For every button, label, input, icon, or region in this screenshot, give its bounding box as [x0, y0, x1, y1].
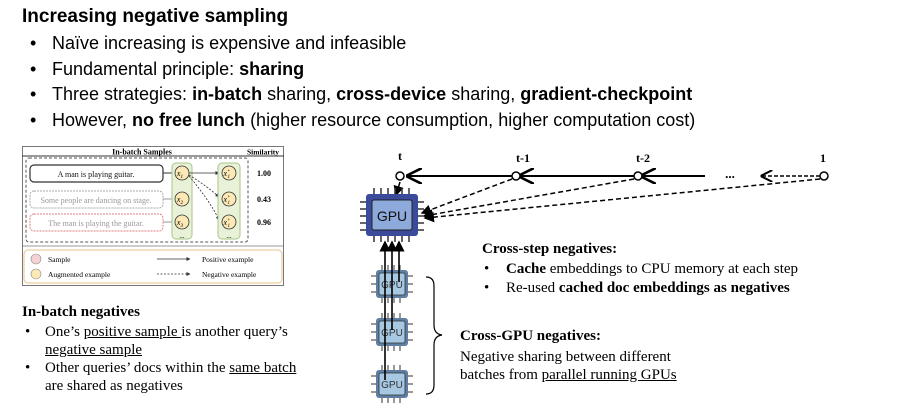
legend-box	[23, 249, 283, 284]
step-to-gpu-arrow	[422, 178, 635, 220]
similarity-value: 0.96	[257, 218, 271, 227]
legend-augmented: Augmented example	[48, 270, 111, 279]
step-to-gpu-arrow	[420, 178, 513, 215]
inbatch-header-title: In-batch Samples	[112, 148, 172, 157]
step-node	[633, 171, 643, 181]
cross-gpu-title: Cross-GPU negatives:	[460, 328, 601, 344]
list-item: One’s positive sample is another query’s…	[22, 323, 312, 359]
list-item: Other queries’ docs within the same batc…	[22, 359, 312, 395]
step-label-t-1: t-1	[516, 151, 530, 165]
step-label-1: 1	[820, 151, 826, 165]
cross-step-title: Cross-step negatives:	[482, 241, 618, 257]
step-node	[819, 171, 829, 181]
step-node	[395, 171, 405, 181]
negative-arrow	[188, 175, 220, 221]
bullet-item: •Fundamental principle: sharing	[30, 57, 695, 83]
sample-text: Some people are dancing on stage.	[40, 196, 151, 205]
cross-step-list: Cache embeddings to CPU memory at each s…	[482, 260, 798, 298]
x-column-ellipsis: ...	[179, 232, 185, 240]
negatives-diagram: t t-1 t-2 1 ... GPU	[330, 140, 890, 410]
bullet-item: •Naïve increasing is expensive and infea…	[30, 31, 695, 57]
bullet-dot: •	[30, 58, 37, 79]
similarity-value: 0.43	[257, 195, 271, 204]
bullet-dot: •	[30, 84, 37, 104]
xp-node-label: x+1	[223, 195, 231, 206]
step-label-t: t	[398, 149, 402, 163]
timeline-ellipsis: ...	[725, 166, 735, 181]
xp-node-label: x+1	[223, 218, 231, 229]
inbatch-negatives-list: One’s positive sample is another query’s…	[22, 323, 312, 395]
sample-text: A man is playing guitar.	[58, 170, 135, 179]
step-to-gpu-arrow	[393, 181, 404, 197]
bullet-item: •Three strategies: in-batch sharing, cro…	[30, 82, 695, 108]
gpu-group-brace	[425, 276, 443, 395]
diagram-svg: t t-1 t-2 1 ... GPU	[360, 149, 829, 403]
bullet-item: •However, no free lunch (higher resource…	[30, 108, 695, 134]
similarity-value: 1.00	[257, 169, 271, 178]
legend-augmented-icon	[30, 268, 42, 280]
legend-sample: Sample	[48, 255, 71, 264]
svg-text:GPU: GPU	[381, 380, 403, 391]
list-item: Re-used cached doc embeddings as negativ…	[482, 279, 798, 298]
x-node-label: x1	[176, 169, 184, 180]
xp-column-ellipsis: ...	[226, 232, 232, 240]
sample-text: The man is playing the guitar.	[48, 219, 144, 228]
legend-positive: Positive example	[202, 255, 254, 264]
bullet-dot: •	[30, 109, 37, 130]
inbatch-figure-svg: In-batch Samples Similarity A man is pla…	[22, 146, 284, 286]
gpu-label: GPU	[377, 208, 407, 224]
x-node	[174, 214, 190, 230]
inbatch-figure: In-batch Samples Similarity A man is pla…	[22, 146, 284, 286]
similarity-header: Similarity	[247, 148, 279, 157]
legend-sample-icon	[30, 253, 42, 265]
bullet-dot: •	[30, 33, 37, 53]
step-to-gpu-arrow	[423, 178, 821, 223]
xp-node-label: x+1	[223, 169, 231, 180]
x-node-label: x2	[176, 195, 184, 206]
inbatch-negatives-title: In-batch negatives	[22, 304, 140, 320]
slide-title: Increasing negative sampling	[22, 6, 289, 27]
svg-text:GPU: GPU	[381, 328, 403, 339]
step-node	[511, 171, 521, 181]
main-gpu-icon: GPU	[360, 188, 424, 242]
cross-gpu-description: Negative sharing between different batch…	[460, 349, 677, 383]
step-label-t-2: t-2	[636, 151, 650, 165]
main-bullet-list: •Naïve increasing is expensive and infea…	[30, 31, 695, 133]
gpu-small-icon: GPU	[371, 365, 413, 403]
x-node-label: x3	[176, 218, 184, 229]
legend-negative: Negative example	[202, 270, 257, 279]
x-node	[174, 191, 190, 207]
list-item: Cache embeddings to CPU memory at each s…	[482, 260, 798, 279]
